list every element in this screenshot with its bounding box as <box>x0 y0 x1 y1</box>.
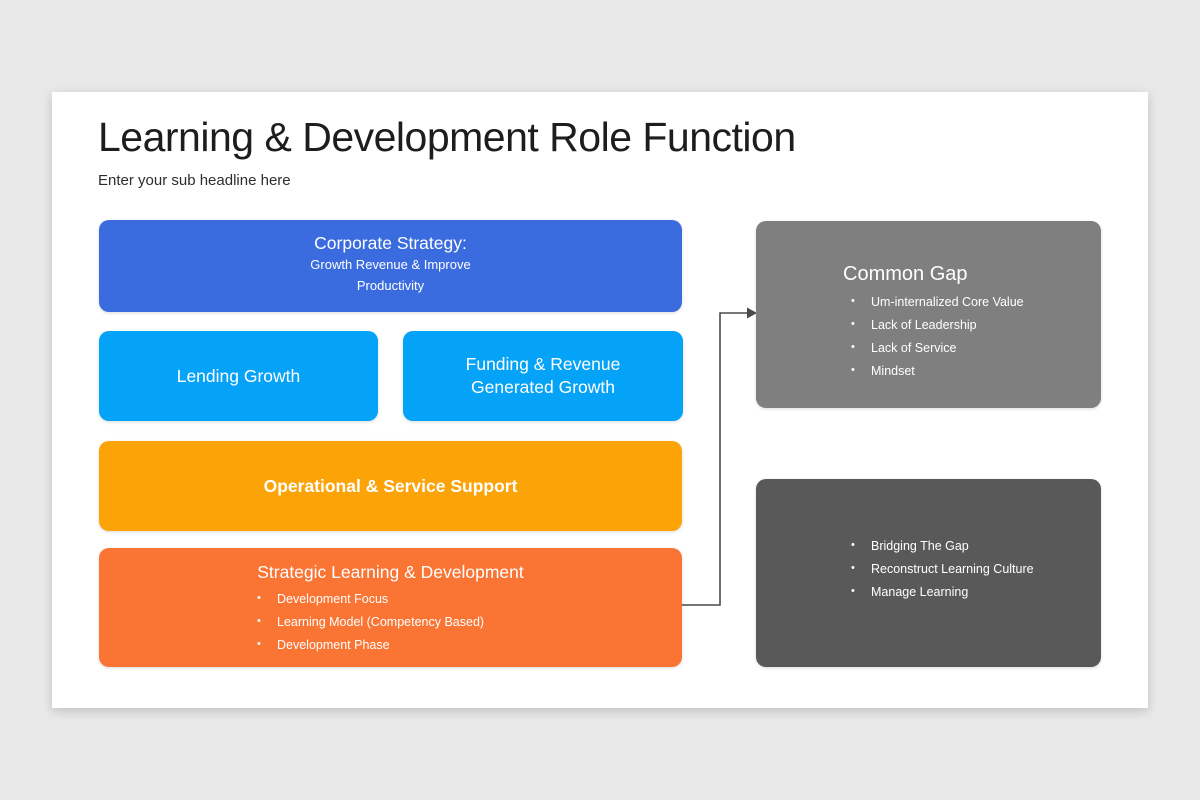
bullet-item: Development Focus <box>257 592 682 606</box>
operational-service-label: Operational & Service Support <box>263 475 518 496</box>
corporate-strategy-line-2: Productivity <box>356 278 425 293</box>
page-title: Learning & Development Role Function <box>98 114 796 160</box>
page-subtitle: Enter your sub headline here <box>98 172 291 189</box>
common-gap-title: Common Gap <box>843 263 968 285</box>
strategic-learning-box: Strategic Learning & Development Develop… <box>99 548 682 667</box>
common-gap-bullet-list: Um-internalized Core ValueLack of Leader… <box>843 295 1101 378</box>
bullet-item: Um-internalized Core Value <box>851 295 1101 309</box>
bridging-gap-bullet-list: Bridging The GapReconstruct Learning Cul… <box>843 539 1101 608</box>
bullet-item: Bridging The Gap <box>851 539 1101 553</box>
slide-card: Learning & Development Role Function Ent… <box>52 92 1148 708</box>
strategic-learning-bullet-list: Development FocusLearning Model (Compete… <box>99 592 682 652</box>
bullet-item: Lack of Service <box>851 341 1101 355</box>
operational-service-box: Operational & Service Support <box>99 441 682 531</box>
common-gap-box: Common Gap Um-internalized Core ValueLac… <box>756 221 1101 408</box>
corporate-strategy-box: Corporate Strategy: Growth Revenue & Imp… <box>99 220 682 312</box>
bullet-item: Development Phase <box>257 638 682 652</box>
corporate-strategy-line-1: Growth Revenue & Improve <box>310 257 471 272</box>
bridging-gap-box: Bridging The GapReconstruct Learning Cul… <box>756 479 1101 667</box>
bullet-item: Manage Learning <box>851 585 1101 599</box>
funding-revenue-box: Funding & Revenue Generated Growth <box>403 331 683 421</box>
bullet-item: Lack of Leadership <box>851 318 1101 332</box>
bullet-item: Mindset <box>851 364 1101 378</box>
corporate-strategy-title: Corporate Strategy: <box>314 233 467 253</box>
lending-growth-box: Lending Growth <box>99 331 378 421</box>
funding-revenue-line-2: Generated Growth <box>471 377 615 397</box>
strategic-learning-title: Strategic Learning & Development <box>257 562 524 582</box>
lending-growth-label: Lending Growth <box>176 365 301 386</box>
funding-revenue-line-1: Funding & Revenue <box>465 354 621 374</box>
bullet-item: Reconstruct Learning Culture <box>851 562 1101 576</box>
bullet-item: Learning Model (Competency Based) <box>257 615 682 629</box>
